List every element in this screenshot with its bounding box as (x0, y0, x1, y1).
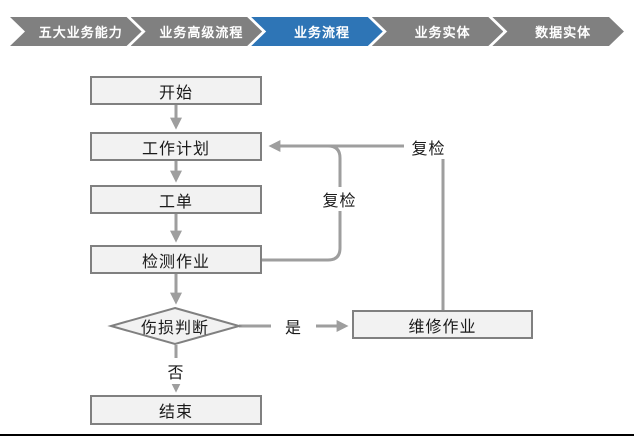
node-damage-decision: 伤损判断 (140, 320, 209, 337)
edge-label-recheck-right: 复检 (404, 135, 453, 159)
breadcrumb: 五大业务能力 业务高级流程 业务流程 业务实体 数据实体 (10, 17, 624, 46)
node-work-order: 工单 (90, 185, 262, 214)
breadcrumb-step-five-capabilities[interactable]: 五大业务能力 (10, 17, 142, 46)
node-work-plan: 工作计划 (90, 132, 262, 161)
node-inspection: 检测作业 (90, 245, 262, 274)
node-start: 开始 (90, 76, 262, 105)
edge-label-yes: 是 (271, 314, 316, 338)
line-inspect-recheck-loop (262, 144, 342, 262)
edge-label-recheck-left: 复检 (315, 187, 364, 211)
bottom-divider-line (0, 434, 634, 436)
node-end: 结束 (90, 395, 262, 425)
decision-diamond-shape (107, 306, 243, 346)
breadcrumb-step-business-entity[interactable]: 业务实体 (372, 17, 504, 46)
breadcrumb-step-business-process[interactable]: 业务流程 (251, 17, 383, 46)
breadcrumb-step-data-entity[interactable]: 数据实体 (492, 17, 624, 46)
edge-label-no: 否 (154, 358, 198, 384)
node-repair: 维修作业 (352, 310, 533, 339)
breadcrumb-step-high-level-process[interactable]: 业务高级流程 (131, 17, 263, 46)
arrow-repair-recheck-to-plan (268, 140, 445, 310)
